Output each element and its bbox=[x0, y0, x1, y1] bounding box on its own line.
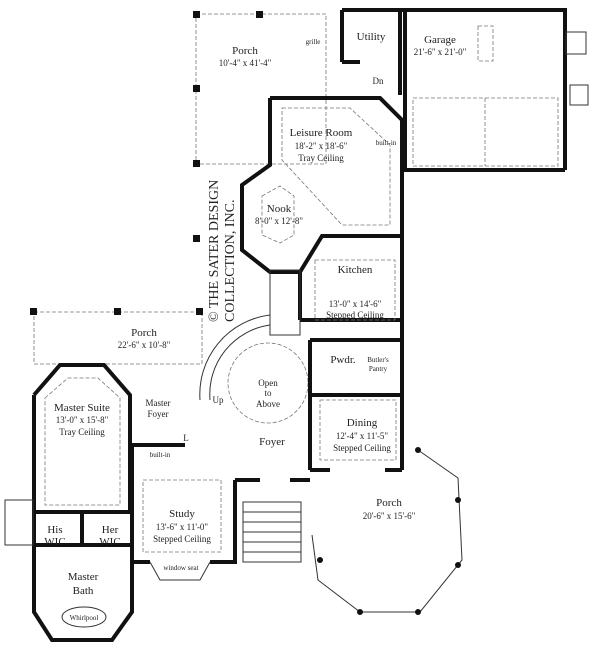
room-master-suite: Master Suite 13'-0" x 15'-8" Tray Ceilin… bbox=[54, 402, 110, 437]
room-dining: Dining 12'-4" x 11'-5" Stepped Ceiling bbox=[333, 417, 391, 453]
svg-text:Porch: Porch bbox=[131, 327, 157, 339]
wic-walls bbox=[34, 510, 130, 547]
svg-text:Tray Ceiling: Tray Ceiling bbox=[298, 153, 344, 163]
front-steps bbox=[242, 501, 302, 563]
linen-label: L bbox=[183, 433, 189, 443]
room-kitchen: Kitchen 13'-0" x 14'-6" Stepped Ceiling bbox=[326, 264, 384, 320]
svg-text:© THE SATER DESIGN: © THE SATER DESIGN bbox=[207, 180, 222, 322]
window-seat-label: window seat bbox=[163, 564, 198, 572]
svg-text:Porch: Porch bbox=[376, 497, 402, 509]
svg-text:Master Suite: Master Suite bbox=[54, 402, 110, 414]
room-nook: Nook 8'-0" x 12'-8" bbox=[255, 203, 303, 226]
svg-text:Bath: Bath bbox=[73, 585, 94, 597]
room-porch-front: Porch 20'-6" x 15'-6" bbox=[363, 497, 416, 521]
svg-text:His: His bbox=[47, 524, 62, 536]
stairs-down-label: Dn bbox=[373, 76, 384, 86]
svg-text:12'-4" x 11'-5": 12'-4" x 11'-5" bbox=[336, 431, 389, 441]
room-master-bath: Master Bath bbox=[68, 571, 99, 597]
master-suite-walls bbox=[32, 363, 134, 642]
svg-text:Pantry: Pantry bbox=[369, 365, 388, 373]
whirlpool-label: Whirlpool bbox=[70, 614, 99, 622]
svg-text:Dining: Dining bbox=[347, 417, 378, 429]
room-his-wic: His WIC bbox=[44, 524, 65, 548]
room-butlers-pantry: Butler's Pantry bbox=[367, 356, 389, 373]
room-foyer: Foyer bbox=[259, 436, 285, 448]
room-master-foyer: Master Foyer bbox=[146, 398, 171, 419]
svg-text:Stepped Ceiling: Stepped Ceiling bbox=[333, 443, 391, 453]
grille-label: grille bbox=[306, 38, 321, 46]
svg-text:Butler's: Butler's bbox=[367, 356, 389, 364]
svg-text:22'-6" x 10'-8": 22'-6" x 10'-8" bbox=[118, 340, 171, 350]
svg-text:Foyer: Foyer bbox=[148, 409, 169, 419]
svg-text:Open: Open bbox=[258, 378, 278, 388]
svg-text:21'-6" x 21'-0": 21'-6" x 21'-0" bbox=[414, 47, 467, 57]
svg-text:Above: Above bbox=[256, 399, 280, 409]
stairs-up-label: Up bbox=[213, 395, 224, 405]
svg-text:to: to bbox=[264, 388, 272, 398]
room-leisure: Leisure Room 18'-2" x 18'-6" Tray Ceilin… bbox=[290, 127, 353, 163]
svg-text:Kitchen: Kitchen bbox=[338, 264, 373, 276]
staircase bbox=[199, 314, 271, 401]
svg-text:13'-0" x 15'-8": 13'-0" x 15'-8" bbox=[56, 415, 109, 425]
svg-text:WIC: WIC bbox=[99, 536, 120, 548]
svg-text:COLLECTION, INC.: COLLECTION, INC. bbox=[223, 200, 238, 323]
svg-text:10'-4" x 41'-4": 10'-4" x 41'-4" bbox=[219, 58, 272, 68]
svg-text:20'-6" x 15'-6": 20'-6" x 15'-6" bbox=[363, 511, 416, 521]
porch-left-outline bbox=[33, 311, 203, 365]
svg-text:Nook: Nook bbox=[267, 203, 292, 215]
study-walls bbox=[132, 340, 312, 564]
svg-text:Master: Master bbox=[146, 398, 171, 408]
svg-text:13'-0" x 14'-6": 13'-0" x 14'-6" bbox=[329, 299, 382, 309]
room-porch-left: Porch 22'-6" x 10'-8" bbox=[118, 327, 171, 350]
svg-text:13'-6" x 11'-0": 13'-6" x 11'-0" bbox=[156, 522, 209, 532]
svg-text:Leisure Room: Leisure Room bbox=[290, 127, 353, 139]
svg-text:Stepped Ceiling: Stepped Ceiling bbox=[326, 310, 384, 320]
builtin-study-label: built-in bbox=[150, 451, 171, 459]
svg-text:WIC: WIC bbox=[44, 536, 65, 548]
room-garage: Garage 21'-6" x 21'-0" bbox=[414, 34, 467, 57]
svg-text:Stepped Ceiling: Stepped Ceiling bbox=[153, 534, 211, 544]
utility-walls bbox=[340, 8, 405, 95]
svg-text:Master: Master bbox=[68, 571, 99, 583]
svg-text:Study: Study bbox=[169, 508, 195, 520]
room-utility: Utility bbox=[357, 31, 386, 43]
room-porch-rear: Porch 10'-4" x 41'-4" bbox=[219, 45, 272, 68]
open-to-above-label: Open to Above bbox=[256, 378, 280, 409]
dining-walls bbox=[310, 338, 402, 472]
porch-front-outline bbox=[311, 449, 463, 613]
room-powder: Pwdr. bbox=[330, 354, 356, 366]
svg-text:18'-2" x 18'-6": 18'-2" x 18'-6" bbox=[295, 141, 348, 151]
svg-text:8'-0" x 12'-8": 8'-0" x 12'-8" bbox=[255, 216, 303, 226]
garage-walls bbox=[403, 8, 567, 172]
svg-text:Porch: Porch bbox=[232, 45, 258, 57]
svg-text:Tray Ceiling: Tray Ceiling bbox=[59, 427, 105, 437]
svg-text:Her: Her bbox=[102, 524, 119, 536]
builtin-leisure-label: built-in bbox=[376, 139, 397, 147]
copyright-watermark: © THE SATER DESIGN COLLECTION, INC. bbox=[207, 180, 238, 322]
room-her-wic: Her WIC bbox=[99, 524, 120, 548]
porch-rear-outline bbox=[195, 13, 327, 165]
room-study: Study 13'-6" x 11'-0" Stepped Ceiling bbox=[153, 508, 211, 544]
svg-text:Garage: Garage bbox=[424, 34, 456, 46]
